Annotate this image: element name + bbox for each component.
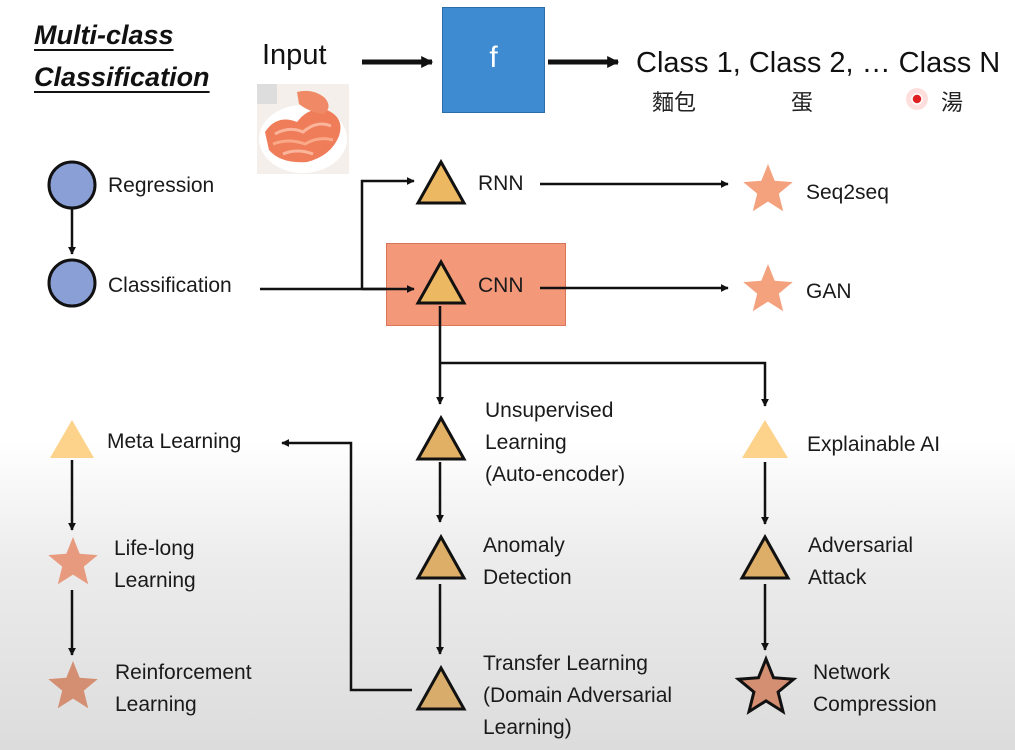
lifelong-star-icon bbox=[48, 537, 98, 585]
transfer-label-line-3: Learning) bbox=[483, 716, 572, 739]
adversarial-label-line-2: Attack bbox=[808, 566, 867, 589]
compression-star-icon bbox=[734, 654, 798, 715]
transfer-triangle-icon bbox=[415, 664, 467, 711]
regression-label: Regression bbox=[108, 174, 215, 197]
title-line-2: Classification bbox=[34, 62, 210, 92]
meta-label: Meta Learning bbox=[107, 430, 242, 453]
classification-circle-icon bbox=[47, 258, 97, 308]
seq2seq-label: Seq2seq bbox=[806, 181, 889, 204]
salmon-image bbox=[257, 84, 349, 174]
unsupervised-label-line-3: (Auto-encoder) bbox=[485, 463, 626, 486]
seq2seq-star-icon bbox=[743, 164, 793, 212]
transfer-to-meta-arrow bbox=[281, 438, 412, 692]
regression-circle-icon bbox=[47, 160, 97, 210]
anomaly-triangle-icon bbox=[415, 533, 467, 580]
unsupervised-label-line-1: Unsupervised bbox=[485, 399, 614, 422]
class-example-egg: 蛋 bbox=[791, 91, 814, 116]
class-example-soup: 湯 bbox=[941, 91, 964, 116]
classification-to-rnn-arrow bbox=[360, 176, 415, 289]
rnn-triangle-icon bbox=[415, 158, 467, 205]
reinforcement-label-line-2: Learning bbox=[115, 693, 197, 716]
lifelong-label-line-1: Life-long bbox=[114, 537, 195, 560]
explainable-triangle-icon bbox=[742, 420, 788, 458]
explainable-label: Explainable AI bbox=[807, 433, 941, 456]
classes-label: Class 1, Class 2, … Class N bbox=[636, 47, 1001, 79]
transfer-label-line-1: Transfer Learning bbox=[483, 652, 648, 675]
cnn-to-explainable-arrow bbox=[440, 361, 770, 407]
compression-label-line-2: Compression bbox=[813, 693, 937, 716]
compression-label-line-1: Network bbox=[813, 661, 891, 684]
title-line-1: Multi-class bbox=[34, 20, 174, 50]
meta-triangle-icon bbox=[50, 420, 94, 458]
cnn-highlight-box bbox=[386, 243, 566, 326]
unsupervised-triangle-icon bbox=[415, 414, 467, 461]
cursor-dot-core bbox=[911, 93, 923, 105]
adversarial-triangle-icon bbox=[739, 533, 791, 580]
lifelong-label-line-2: Learning bbox=[114, 569, 196, 592]
gan-star-icon bbox=[743, 264, 793, 312]
adversarial-label-line-1: Adversarial bbox=[808, 534, 914, 557]
anomaly-label-line-2: Detection bbox=[483, 566, 572, 589]
reinforcement-label-line-1: Reinforcement bbox=[115, 661, 252, 684]
cnn-label: CNN bbox=[478, 274, 524, 297]
classification-label: Classification bbox=[108, 274, 232, 297]
gan-label: GAN bbox=[806, 280, 852, 303]
function-box: f bbox=[442, 7, 545, 113]
transfer-label-line-2: (Domain Adversarial bbox=[483, 684, 673, 707]
input-label: Input bbox=[262, 39, 327, 71]
input-image bbox=[257, 84, 349, 174]
unsupervised-label-line-2: Learning bbox=[485, 431, 567, 454]
reinforcement-star-icon bbox=[48, 661, 98, 709]
class-example-bread: 麵包 bbox=[652, 91, 697, 116]
anomaly-label-line-1: Anomaly bbox=[483, 534, 565, 557]
rnn-label: RNN bbox=[478, 172, 524, 195]
